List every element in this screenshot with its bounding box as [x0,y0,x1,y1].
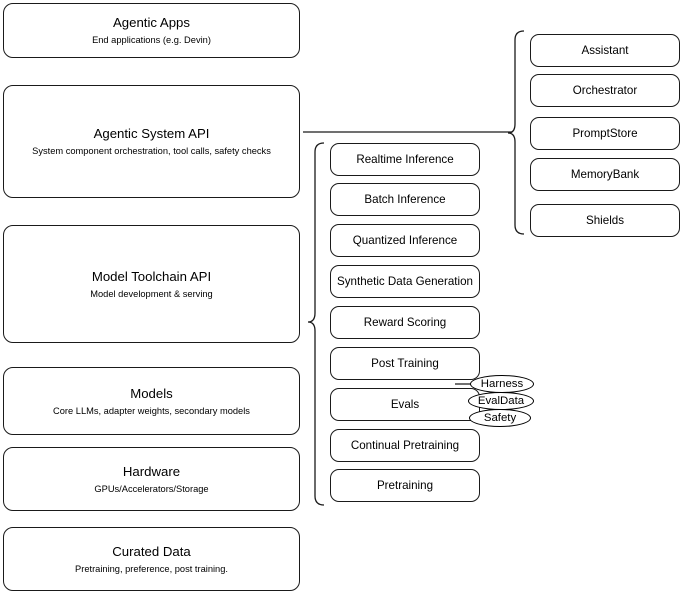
layer-subtitle: Core LLMs, adapter weights, secondary mo… [53,405,250,416]
layer-box-model-toolchain-api[interactable]: Model Toolchain API Model development & … [3,225,300,343]
component-box-promptstore[interactable]: PromptStore [530,117,680,150]
component-title: PromptStore [572,126,638,140]
layer-box-hardware[interactable]: Hardware GPUs/Accelerators/Storage [3,447,300,511]
layer-title: Model Toolchain API [91,268,212,284]
capability-title: Evals [390,397,420,411]
eval-pill-safety[interactable]: Safety [469,409,531,427]
component-box-memorybank[interactable]: MemoryBank [530,158,680,191]
layer-title: Curated Data [112,543,191,559]
capability-box-batch-inference[interactable]: Batch Inference [330,183,480,216]
layer-title: Agentic Apps [113,15,190,31]
capability-box-quantized-inference[interactable]: Quantized Inference [330,224,480,257]
component-box-shields[interactable]: Shields [530,204,680,237]
capability-title: Realtime Inference [356,152,454,166]
layer-subtitle: GPUs/Accelerators/Storage [94,483,209,494]
capability-box-post-training[interactable]: Post Training [330,347,480,380]
layer-title: Agentic System API [93,126,210,142]
capability-title: Quantized Inference [352,233,458,247]
capability-title: Post Training [371,356,439,370]
brace-middle-column [307,142,325,506]
component-box-assistant[interactable]: Assistant [530,34,680,67]
capability-title: Batch Inference [364,192,446,206]
layer-box-agentic-system-api[interactable]: Agentic System API System component orch… [3,85,300,198]
capability-box-synthetic-data-generation[interactable]: Synthetic Data Generation [330,265,480,298]
layer-title: Hardware [122,463,181,479]
capability-box-evals[interactable]: Evals [330,388,480,421]
component-box-orchestrator[interactable]: Orchestrator [530,74,680,107]
layer-box-agentic-apps[interactable]: Agentic Apps End applications (e.g. Devi… [3,3,300,58]
layer-subtitle: System component orchestration, tool cal… [32,146,271,157]
capability-box-continual-pretraining[interactable]: Continual Pretraining [330,429,480,462]
capability-box-pretraining[interactable]: Pretraining [330,469,480,502]
eval-pill-evaldata[interactable]: EvalData [468,392,534,410]
capability-box-reward-scoring[interactable]: Reward Scoring [330,306,480,339]
eval-pill-harness[interactable]: Harness [470,375,534,393]
layer-subtitle: Model development & serving [90,288,213,299]
component-title: Assistant [581,43,629,57]
capability-title: Continual Pretraining [350,438,460,452]
capability-title: Reward Scoring [363,315,447,329]
layer-subtitle: End applications (e.g. Devin) [92,35,211,46]
component-title: MemoryBank [570,167,640,181]
capability-title: Synthetic Data Generation [337,274,473,288]
brace-right-column [507,30,525,235]
layer-box-curated-data[interactable]: Curated Data Pretraining, preference, po… [3,527,300,591]
component-title: Orchestrator [572,83,638,97]
capability-box-realtime-inference[interactable]: Realtime Inference [330,143,480,176]
layer-title: Models [130,385,173,401]
layer-subtitle: Pretraining, preference, post training. [75,563,228,574]
capability-title: Pretraining [376,478,434,492]
component-title: Shields [585,213,625,227]
layer-box-models[interactable]: Models Core LLMs, adapter weights, secon… [3,367,300,435]
